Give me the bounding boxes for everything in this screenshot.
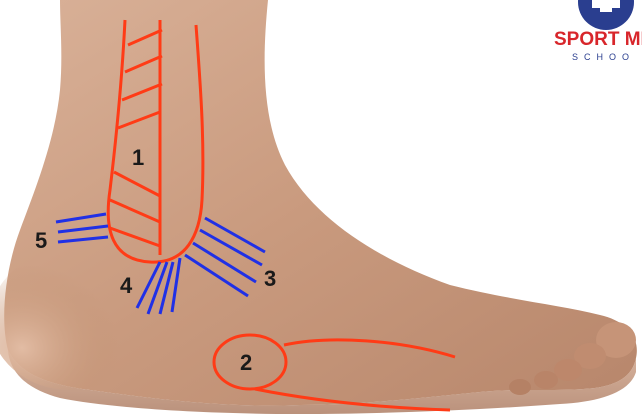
- toe-4: [534, 371, 558, 389]
- label-4: 4: [120, 273, 133, 298]
- logo-cross-horizontal: [592, 0, 620, 8]
- toe-3: [554, 359, 582, 381]
- toe-5: [509, 379, 531, 395]
- label-1: 1: [132, 145, 144, 170]
- logo-title: SPORT ME: [554, 29, 642, 50]
- logo-subtitle: SCHOO: [572, 52, 635, 62]
- sport-med-school-logo: SPORT ME SCHOO: [554, 0, 642, 62]
- label-3: 3: [264, 266, 276, 291]
- label-2: 2: [240, 350, 252, 375]
- label-5: 5: [35, 228, 47, 253]
